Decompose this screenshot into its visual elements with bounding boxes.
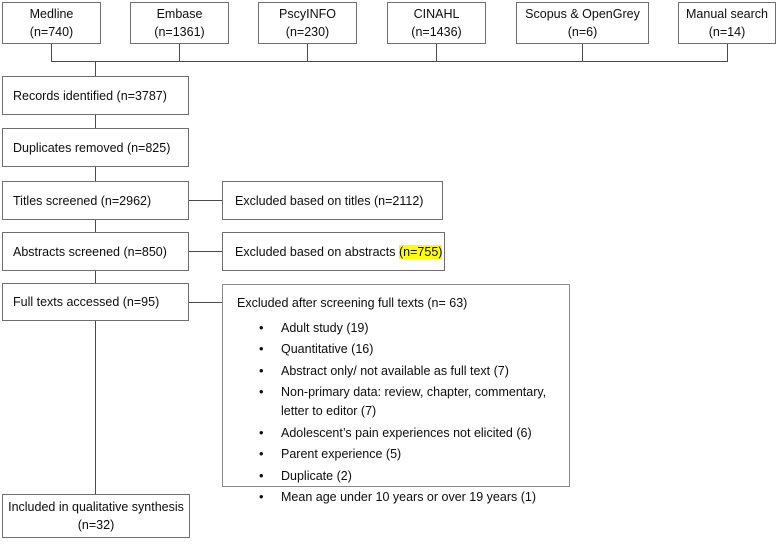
exclusion-abstracts-highlighted-count: (n=755) [399, 244, 443, 259]
connector-duplicates-to-titles [95, 167, 96, 181]
flow-count: (n=32) [77, 518, 115, 532]
list-item: Parent experience (5) [259, 444, 559, 464]
source-count: (n=230) [285, 25, 330, 39]
source-name: Medline [29, 6, 74, 21]
flow-box-records-identified: Records identified (n=3787) [2, 76, 189, 115]
source-box-embase: Embase (n=1361) [130, 2, 229, 44]
exclusion-abstracts-prefix: Excluded based on abstracts [235, 244, 399, 259]
source-count: (n=6) [567, 25, 598, 39]
exclusion-abstracts-label: Excluded based on abstracts (n=755) [235, 244, 443, 259]
connector-fulltexts-to-included [95, 321, 96, 494]
flow-label: Duplicates removed (n=825) [13, 140, 171, 155]
source-name: Embase [156, 6, 203, 21]
source-box-pscyinfo: PscyINFO (n=230) [258, 2, 357, 44]
source-count: (n=1436) [411, 25, 462, 39]
exclusion-box-full-texts: Excluded after screening full texts (n= … [222, 284, 570, 507]
exclusion-reason-list: Adult study (19) Quantitative (16) Abstr… [235, 318, 559, 508]
list-item: Mean age under 10 years or over 19 years… [259, 487, 559, 507]
flow-box-included-qualitative-synthesis: Included in qualitative synthesis (n=32) [2, 494, 190, 538]
connector-abstracts-to-excluded [189, 251, 222, 252]
flow-label: Titles screened (n=2962) [13, 193, 152, 208]
flow-label: Abstracts screened (n=850) [13, 244, 167, 259]
connector-pscyinfo-down [307, 44, 308, 61]
connector-titles-to-abstracts [95, 220, 96, 232]
connector-fulltexts-to-excluded [189, 302, 222, 303]
connector-abstracts-to-fulltexts [95, 271, 96, 283]
source-box-cinahl: CINAHL (n=1436) [387, 2, 486, 44]
source-count: (n=740) [29, 25, 74, 39]
exclusion-box-abstracts: Excluded based on abstracts (n=755) [222, 232, 445, 271]
flow-label: Included in qualitative synthesis [8, 499, 184, 514]
source-box-manual-search: Manual search (n=14) [678, 2, 776, 44]
source-name: CINAHL [413, 6, 460, 21]
list-item: Quantitative (16) [259, 339, 559, 359]
source-name: PscyINFO [279, 6, 336, 21]
source-name: Scopus & OpenGrey [525, 6, 640, 21]
list-item: Adolescent’s pain experiences not elicit… [259, 423, 559, 443]
source-count: (n=14) [708, 25, 746, 39]
flow-label: Records identified (n=3787) [13, 88, 167, 103]
connector-titles-to-excluded [189, 200, 222, 201]
flow-label: Full texts accessed (n=95) [13, 295, 160, 309]
connector-medline-down [51, 44, 52, 61]
list-item: Duplicate (2) [259, 466, 559, 486]
connector-embase-down [179, 44, 180, 61]
source-box-medline: Medline (n=740) [2, 2, 101, 44]
flow-box-full-texts-accessed: Full texts accessed (n=95) [2, 283, 189, 321]
source-name: Manual search [686, 6, 768, 21]
connector-manual-down [727, 44, 728, 61]
source-count: (n=1361) [154, 25, 205, 39]
exclusion-box-titles: Excluded based on titles (n=2112) [222, 181, 443, 220]
list-item: Non-primary data: review, chapter, comme… [259, 382, 559, 421]
connector-sources-bus [51, 61, 728, 62]
source-box-scopus-opengrey: Scopus & OpenGrey (n=6) [516, 2, 649, 44]
connector-scopus-down [582, 44, 583, 61]
connector-records-to-duplicates [95, 115, 96, 128]
list-item: Adult study (19) [259, 318, 559, 338]
connector-bus-to-records [95, 61, 96, 76]
flow-box-titles-screened: Titles screened (n=2962) [2, 181, 189, 220]
exclusion-titles-label: Excluded based on titles (n=2112) [235, 193, 424, 208]
connector-cinahl-down [436, 44, 437, 61]
flow-box-abstracts-screened: Abstracts screened (n=850) [2, 232, 189, 271]
list-item: Abstract only/ not available as full tex… [259, 361, 559, 381]
flow-box-duplicates-removed: Duplicates removed (n=825) [2, 128, 189, 167]
exclusion-fulltext-title: Excluded after screening full texts (n= … [237, 296, 468, 310]
